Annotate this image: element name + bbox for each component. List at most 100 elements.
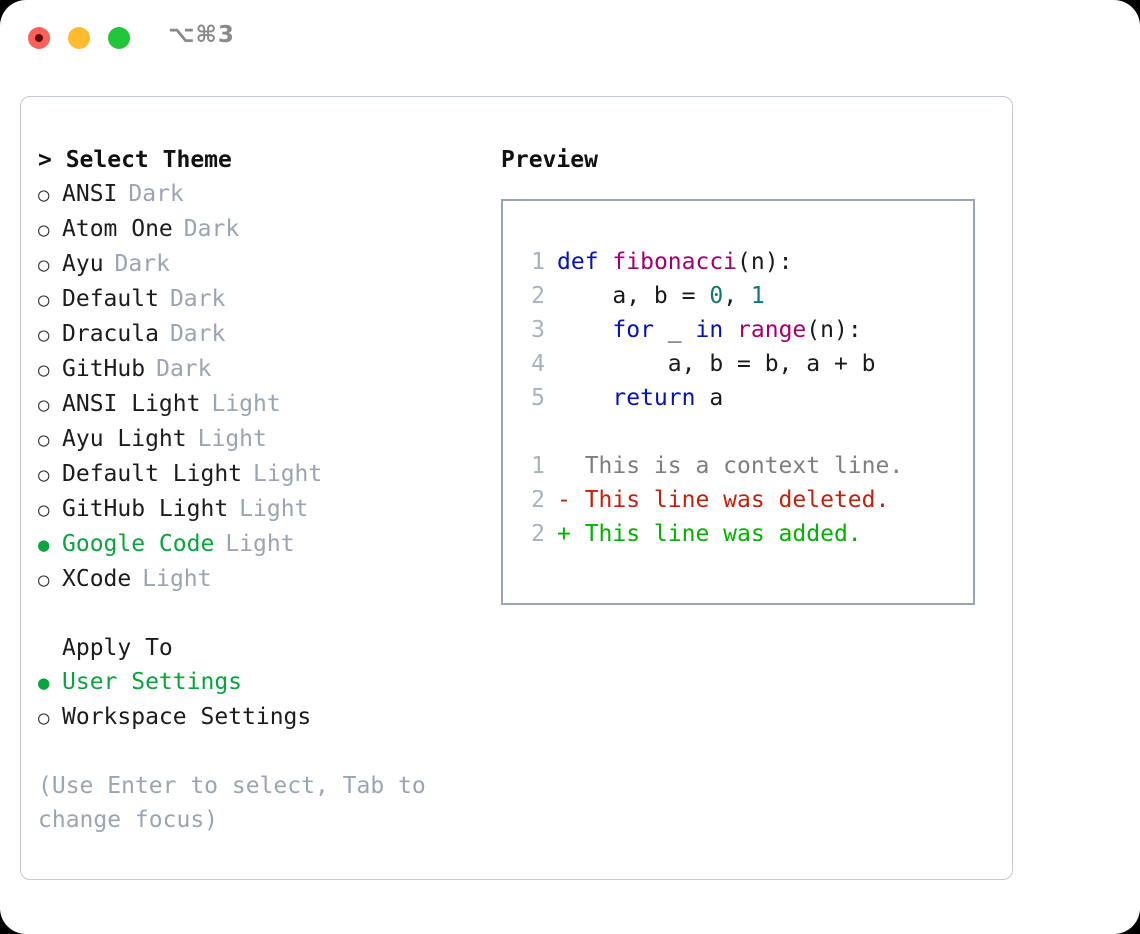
spacer xyxy=(515,415,965,449)
code-token-kw: def xyxy=(557,249,599,275)
code-token-plain xyxy=(599,249,613,275)
option-label: XCode xyxy=(62,566,132,592)
line-number: 5 xyxy=(531,385,545,411)
option-row[interactable]: ○ XCode Light xyxy=(38,562,478,597)
radio-unselected-icon: ○ xyxy=(38,289,50,311)
diff-line-text-del: - This line was deleted. xyxy=(557,487,890,513)
minimize-button[interactable] xyxy=(68,27,90,49)
line-number: 2 xyxy=(531,283,545,309)
diff-line: 1 This is a context line. xyxy=(515,449,965,483)
code-line: 3 for _ in range(n): xyxy=(515,313,965,347)
line-number: 2 xyxy=(531,521,545,547)
code-token-fn: fibonacci xyxy=(612,249,738,275)
option-label: GitHub xyxy=(62,356,146,382)
option-tag: Light xyxy=(239,496,309,522)
option-label: ANSI xyxy=(62,181,118,207)
diff-block: 1 This is a context line. 2 - This line wa… xyxy=(515,449,965,551)
code-token-plain xyxy=(557,385,612,411)
diff-line-text-ctx: This is a context line. xyxy=(557,453,904,479)
option-tag: Dark xyxy=(128,181,184,207)
option-row[interactable]: ● Google Code Light xyxy=(38,527,478,562)
option-row[interactable]: ○ Default Light Light xyxy=(38,457,478,492)
titlebar: ⌥⌘3 xyxy=(0,0,1140,78)
line-number: 4 xyxy=(531,351,545,377)
option-tag: Light xyxy=(197,426,267,452)
radio-selected-icon: ● xyxy=(38,672,50,694)
option-label: ANSI Light xyxy=(62,391,201,417)
code-token-plain xyxy=(557,317,612,343)
keyboard-shortcut-label: ⌥⌘3 xyxy=(168,22,235,48)
option-tag: Light xyxy=(142,566,212,592)
apply-to-option-list[interactable]: ● User Settings ○Workspace Settings xyxy=(38,665,478,735)
radio-unselected-icon: ○ xyxy=(38,464,50,486)
radio-selected-icon: ● xyxy=(38,534,50,556)
code-line: 2 a, b = 0, 1 xyxy=(515,279,965,313)
option-label: User Settings xyxy=(62,669,243,695)
apply-to-heading: Apply To xyxy=(62,635,173,661)
option-row[interactable]: ● User Settings xyxy=(38,665,478,700)
code-line-text: return a xyxy=(557,381,723,415)
diff-line: 2 - This line was deleted. xyxy=(515,483,965,517)
code-token-pun: (n): xyxy=(737,249,793,275)
option-label: Default Light xyxy=(62,461,243,487)
line-number: 2 xyxy=(531,487,545,513)
line-number: 1 xyxy=(531,249,545,275)
option-tag: Light xyxy=(225,531,295,557)
code-line-text: for _ in range(n): xyxy=(557,313,861,347)
option-label: GitHub Light xyxy=(62,496,229,522)
option-label: Ayu xyxy=(62,251,104,277)
close-button[interactable] xyxy=(28,27,50,49)
radio-unselected-icon: ○ xyxy=(38,324,50,346)
option-label: Default xyxy=(62,286,159,312)
option-tag: Dark xyxy=(114,251,170,277)
option-label: Ayu Light xyxy=(62,426,187,452)
option-row[interactable]: ○ GitHub Light Light xyxy=(38,492,478,527)
code-token-plain: _ xyxy=(653,317,696,343)
window-controls xyxy=(28,27,130,49)
radio-unselected-icon: ○ xyxy=(38,429,50,451)
option-label: Google Code xyxy=(62,531,215,557)
option-row[interactable]: ○ Ayu Light Light xyxy=(38,422,478,457)
preview-heading: Preview xyxy=(501,147,598,173)
keyboard-hint-text: (Use Enter to select, Tab to change focu… xyxy=(38,773,440,833)
line-number: 1 xyxy=(531,453,545,479)
code-token-kw: for xyxy=(612,317,654,343)
option-tag: Dark xyxy=(156,356,212,382)
radio-unselected-icon: ○ xyxy=(38,569,50,591)
code-token-num: 1 xyxy=(750,283,765,309)
maximize-button[interactable] xyxy=(108,27,130,49)
code-token-plain: a, b = b, a + b xyxy=(557,351,876,377)
line-number: 3 xyxy=(531,317,545,343)
code-token-kw: return xyxy=(612,385,696,411)
radio-unselected-icon: ○ xyxy=(38,219,50,241)
option-tag: Dark xyxy=(169,321,226,347)
code-line: 4 a, b = b, a + b xyxy=(515,347,965,381)
code-token-kw: in xyxy=(695,317,724,343)
code-token-fn: range xyxy=(737,317,807,343)
option-row[interactable]: ○ Ayu Dark xyxy=(38,247,478,282)
diff-line-text-add: + This line was added. xyxy=(557,521,862,547)
option-tag: Light xyxy=(253,461,323,487)
code-token-plain: a, b = xyxy=(557,283,710,309)
radio-unselected-icon: ○ xyxy=(38,707,50,729)
diff-line: 2 + This line was added. xyxy=(515,517,965,551)
radio-unselected-icon: ○ xyxy=(38,499,50,521)
spacer xyxy=(38,597,478,631)
code-line-text: a, b = b, a + b xyxy=(557,347,876,381)
radio-unselected-icon: ○ xyxy=(38,254,50,276)
code-token-plain: , xyxy=(723,283,751,309)
option-row[interactable]: ○Workspace Settings xyxy=(38,700,478,735)
